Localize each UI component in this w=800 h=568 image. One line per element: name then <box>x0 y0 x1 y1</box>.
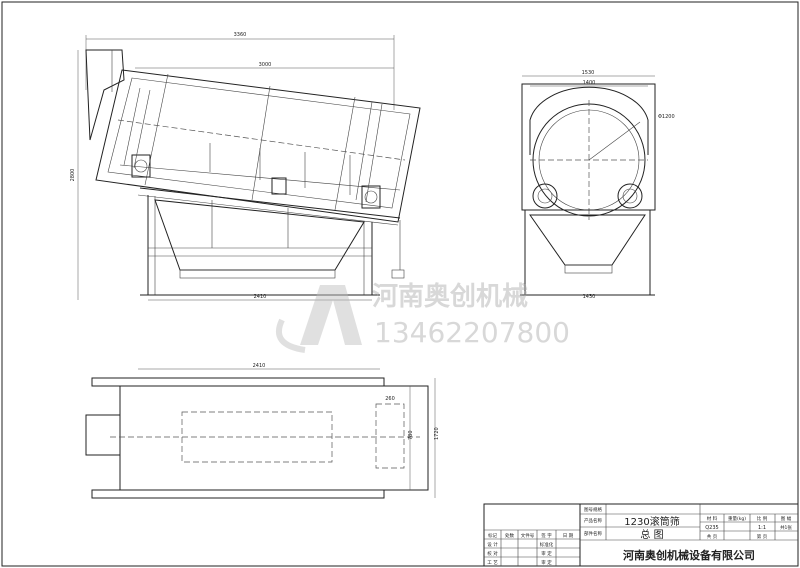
company-name: 河南奥创机械设备有限公司 <box>623 548 755 562</box>
title-cell: 审 定 <box>541 559 552 566</box>
label-drawing-number: 图号规格 <box>584 506 602 513</box>
product-name: 1230滚筒筛 <box>624 515 679 528</box>
sheet-label-current: 第 页 <box>757 533 768 540</box>
plan-outlet <box>375 403 405 469</box>
watermark-swoosh <box>275 318 306 353</box>
dim-plan-width: 1720 <box>434 427 440 440</box>
title-cell: 文件号 <box>521 532 535 539</box>
end-hopper <box>529 214 646 266</box>
frame-rail-bottom <box>91 489 385 499</box>
title-cell: 日 期 <box>563 533 574 539</box>
dim-plan-inner-width: 780 <box>408 430 414 440</box>
watermark-company: 河南奥创机械 <box>372 281 528 312</box>
wheel-right <box>361 185 381 209</box>
header-material: 材 料 <box>707 515 718 522</box>
title-cell: 工 艺 <box>487 560 498 566</box>
support-roller-right <box>617 183 643 209</box>
header-sheet-size: 图 幅 <box>781 515 792 522</box>
watermark: 河南奥创机械 13462207800 <box>275 281 570 353</box>
dim-total-length: 3360 <box>234 32 247 38</box>
watermark-phone: 13462207800 <box>374 316 570 349</box>
dim-end-inner-width: 1400 <box>583 80 596 86</box>
dim-end-width: 1530 <box>582 70 595 76</box>
dim-end-base-width: 1430 <box>583 294 596 300</box>
plan-view: 2410 260 780 1720 <box>85 363 440 499</box>
support-roller-left <box>532 183 558 209</box>
title-block: 标记处数文件号签 字日 期设 计标准化校 对审 定工 艺审 定 图号规格 产品名… <box>483 503 799 567</box>
sheet-total: 共1张 <box>780 524 792 531</box>
plan-feed-inlet <box>85 414 121 456</box>
header-scale: 比 例 <box>757 515 768 522</box>
dim-drum-diameter: Φ1200 <box>658 114 675 120</box>
drive-gear <box>271 177 287 195</box>
material-value: Q235 <box>705 525 718 531</box>
title-cell: 设 计 <box>487 541 498 548</box>
dim-drum-length: 3000 <box>259 62 272 68</box>
title-cell: 签 字 <box>541 532 552 539</box>
title-cell: 标准化 <box>540 541 554 548</box>
dim-plan-length: 2410 <box>253 363 266 369</box>
side-view: 3360 3000 2800 <box>70 32 421 301</box>
drum-outline <box>95 69 421 223</box>
title-cell: 校 对 <box>487 550 498 557</box>
scale-value: 1:1 <box>758 525 766 531</box>
title-cell: 处数 <box>505 532 514 539</box>
title-cell: 审 定 <box>541 550 552 557</box>
title-cell: 标记 <box>488 532 497 539</box>
label-part-name: 部件名称 <box>584 530 602 537</box>
dim-plan-outlet: 260 <box>385 396 395 402</box>
title-left-rows: 标记处数文件号签 字日 期设 计标准化校 对审 定工 艺审 定 <box>487 532 573 566</box>
drawing-name: 总 图 <box>640 528 663 541</box>
frame-rail-top <box>91 377 385 387</box>
wheel-left <box>131 154 151 178</box>
label-product-name: 产品名称 <box>584 517 602 524</box>
plan-body <box>119 385 429 491</box>
watermark-logo <box>300 285 362 345</box>
dim-base-length: 2410 <box>254 294 267 300</box>
dim-height: 2800 <box>70 169 76 182</box>
header-weight: 重量(kg) <box>728 515 746 522</box>
feed-hopper <box>85 49 125 141</box>
end-view: 1530 1400 Φ1200 1430 <box>520 70 675 300</box>
sheet-label-total: 共 页 <box>707 533 718 540</box>
